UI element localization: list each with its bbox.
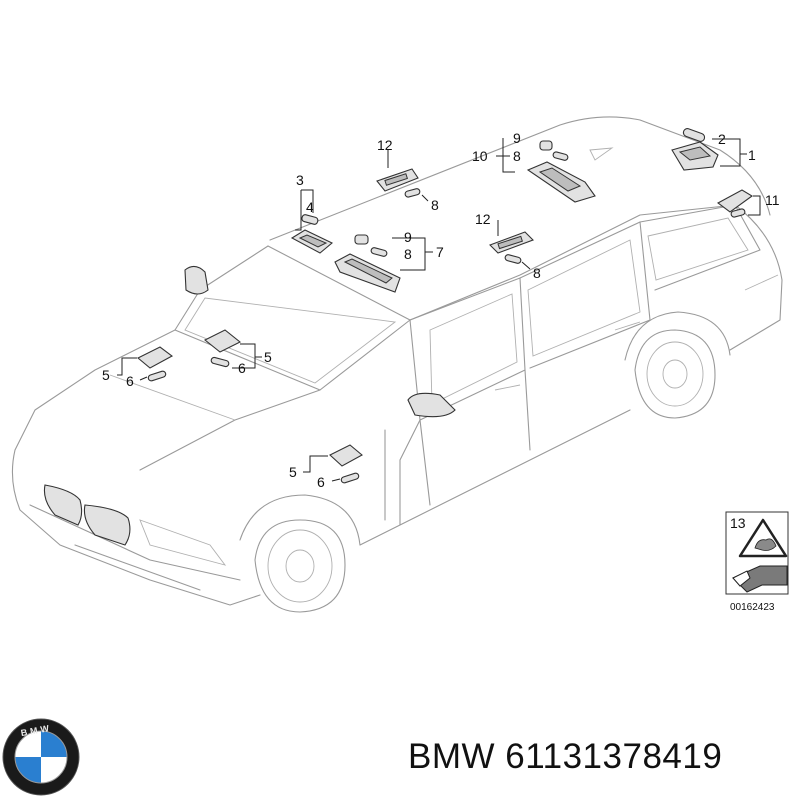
callout-8-middle: 8 — [404, 246, 412, 262]
glue-symbol-icon — [754, 538, 777, 551]
label-box: 13 00162423 — [725, 511, 789, 613]
leader-lines — [117, 138, 761, 482]
callout-11: 11 — [765, 192, 780, 208]
callout-5-lower: 5 — [289, 464, 297, 480]
callout-5-center: 5 — [264, 349, 272, 365]
callout-7: 7 — [436, 244, 444, 260]
callout-9-top: 9 — [513, 130, 521, 146]
callout-8-top: 8 — [431, 197, 439, 213]
callout-3: 3 — [296, 172, 304, 188]
callout-6-lower: 6 — [317, 474, 325, 490]
brand-name: BMW — [408, 737, 496, 776]
callout-12-middle: 12 — [475, 211, 491, 227]
callout-1: 1 — [748, 147, 756, 163]
light-parts — [137, 128, 753, 484]
callout-6-center: 6 — [238, 360, 246, 376]
diagram-code: 00162423 — [730, 602, 775, 613]
callout-10: 10 — [472, 148, 488, 164]
bmw-logo: BMW — [2, 718, 80, 796]
part-title: BMW 61131378419 — [408, 737, 722, 777]
callout-6-left: 6 — [126, 373, 134, 389]
callout-2: 2 — [718, 131, 726, 147]
callout-8-right: 8 — [533, 265, 541, 281]
callout-5-left: 5 — [102, 367, 110, 383]
callout-8-upper: 8 — [513, 148, 521, 164]
callout-numbers: 1 2 3 4 5 5 5 6 6 6 7 8 8 8 8 9 9 10 11 … — [102, 130, 780, 490]
part-number: 61131378419 — [505, 737, 723, 776]
callout-4: 4 — [306, 199, 314, 215]
car-outline — [11, 116, 783, 613]
callout-9-middle: 9 — [404, 229, 412, 245]
callout-12-top: 12 — [377, 137, 393, 153]
callout-13: 13 — [730, 515, 746, 531]
